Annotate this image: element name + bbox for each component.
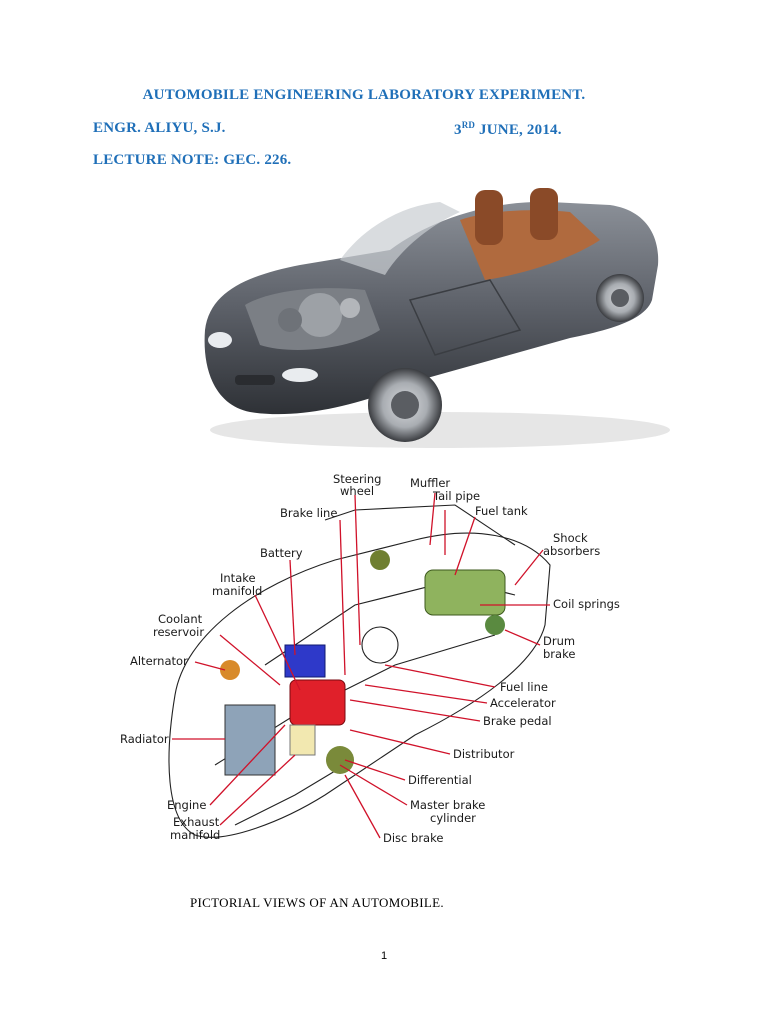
label-master-1: Master brake	[410, 798, 485, 812]
shock-absorber-shape	[370, 550, 390, 570]
label-muffler: Muffler	[410, 476, 450, 490]
date-day: 3	[454, 122, 462, 138]
label-radiator: Radiator	[120, 732, 169, 746]
label-fuel-tank: Fuel tank	[475, 504, 528, 518]
headlight-left	[208, 332, 232, 348]
engine-block	[298, 293, 342, 337]
document-title: AUTOMOBILE ENGINEERING LABORATORY EXPERI…	[142, 87, 586, 103]
label-accelerator: Accelerator	[490, 696, 556, 710]
date-line: 3RD JUNE, 2014.	[454, 120, 562, 139]
label-exhaust-2: manifold	[170, 828, 220, 842]
date-rest: JUNE, 2014.	[475, 122, 562, 138]
engine-shape	[289, 679, 346, 726]
label-brake-pedal: Brake pedal	[483, 714, 552, 728]
label-shock-1: Shock	[553, 531, 588, 545]
part-labels: Steering wheel Muffler Tail pipe Brake l…	[120, 472, 620, 845]
label-drum-1: Drum	[543, 634, 575, 648]
seat-right	[530, 188, 558, 240]
label-fuel-line: Fuel line	[500, 680, 548, 694]
label-brake-line: Brake line	[280, 506, 337, 520]
label-distributor: Distributor	[453, 747, 515, 761]
page-number: 1	[380, 950, 388, 962]
label-differential: Differential	[408, 773, 472, 787]
headlight-right	[282, 368, 318, 382]
seat-left	[475, 190, 503, 245]
label-intake-1: Intake	[220, 571, 256, 585]
radiator-shape	[224, 704, 276, 776]
label-coolant-1: Coolant	[158, 612, 203, 626]
label-coil-springs: Coil springs	[553, 597, 620, 611]
lecture-note-line: LECTURE NOTE: GEC. 226.	[93, 152, 292, 168]
leader-lines	[172, 492, 550, 839]
fuel-tank-shape	[424, 569, 506, 616]
date-suffix: RD	[461, 120, 476, 130]
label-intake-2: manifold	[212, 584, 262, 598]
car-cutaway-illustration	[204, 188, 670, 448]
author-line: ENGR. ALIYU, S.J.	[93, 120, 226, 136]
door-line	[408, 279, 522, 356]
windshield	[340, 202, 460, 275]
label-engine: Engine	[167, 798, 206, 812]
label-alternator: Alternator	[130, 654, 188, 668]
label-master-2: cylinder	[430, 811, 476, 825]
label-disc-brake: Disc brake	[383, 831, 443, 845]
label-steering-wheel-2: wheel	[340, 484, 374, 498]
car-shadow	[210, 412, 670, 448]
label-drum-2: brake	[543, 647, 575, 661]
components	[220, 550, 506, 776]
label-shock-2: absorbers	[543, 544, 600, 558]
label-tail-pipe: Tail pipe	[432, 489, 480, 503]
differential-shape	[326, 746, 354, 774]
drum-brake-shape	[485, 615, 505, 635]
grille	[235, 375, 275, 385]
label-exhaust-1: Exhaust	[173, 815, 220, 829]
label-steering-wheel-1: Steering	[333, 472, 381, 486]
figure-caption: PICTORIAL VIEWS OF AN AUTOMOBILE.	[190, 895, 444, 910]
alternator-shape	[220, 660, 240, 680]
coolant-shape	[289, 724, 316, 756]
automobile-parts-diagram: Steering wheel Muffler Tail pipe Brake l…	[120, 472, 620, 845]
label-coolant-2: reservoir	[153, 625, 204, 639]
label-battery: Battery	[260, 546, 303, 560]
